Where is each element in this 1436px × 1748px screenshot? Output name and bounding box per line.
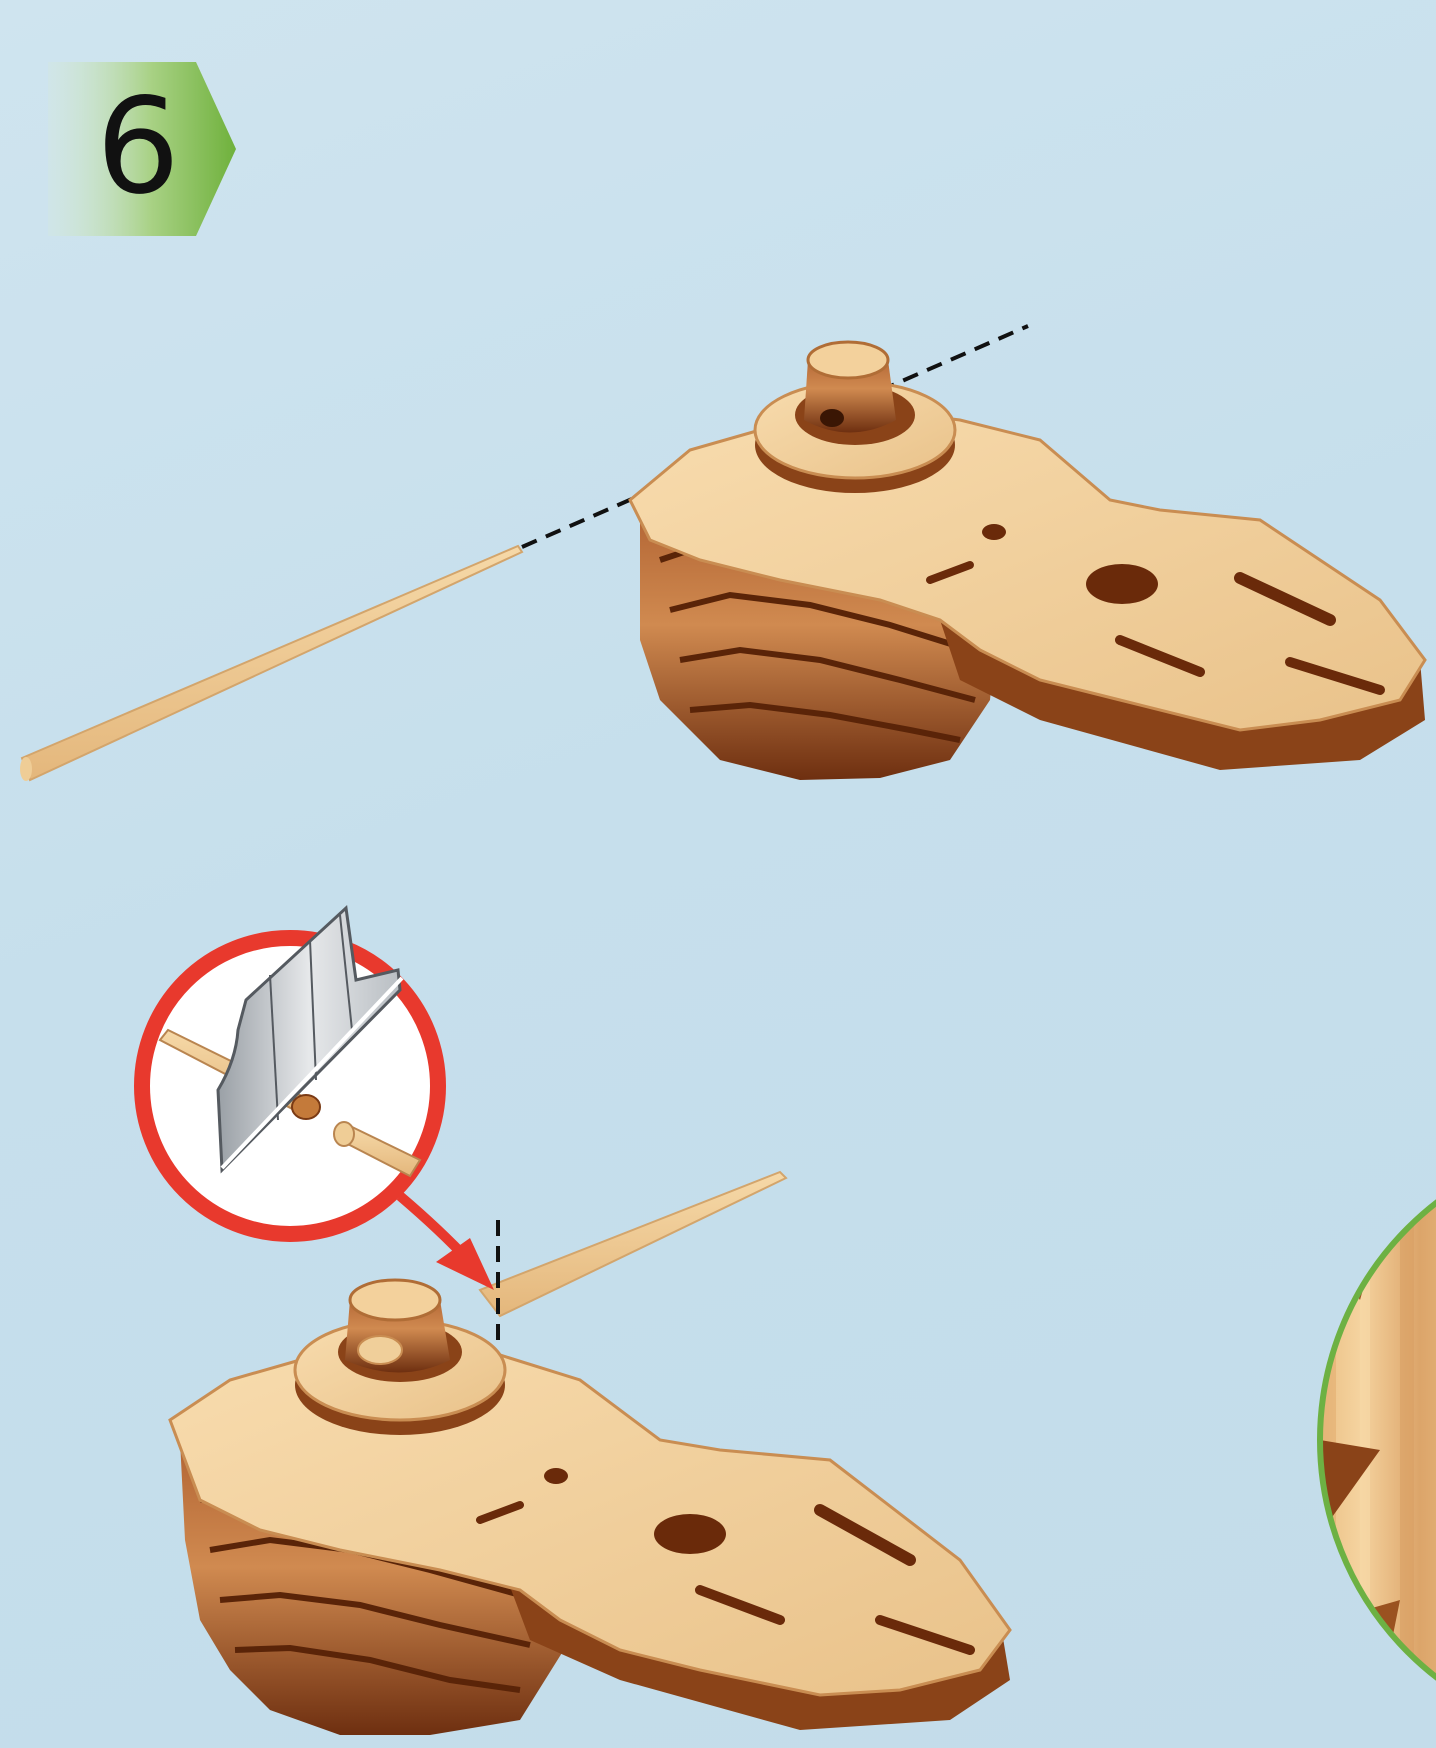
upper-stick [20, 546, 522, 781]
upper-wooden-part [630, 342, 1425, 780]
lower-stick [480, 1172, 786, 1316]
red-arrow-icon [400, 1196, 494, 1290]
cutter-callout [142, 908, 438, 1234]
detail-zoom-callout [1300, 1120, 1436, 1748]
lower-wooden-part [170, 1280, 1010, 1735]
